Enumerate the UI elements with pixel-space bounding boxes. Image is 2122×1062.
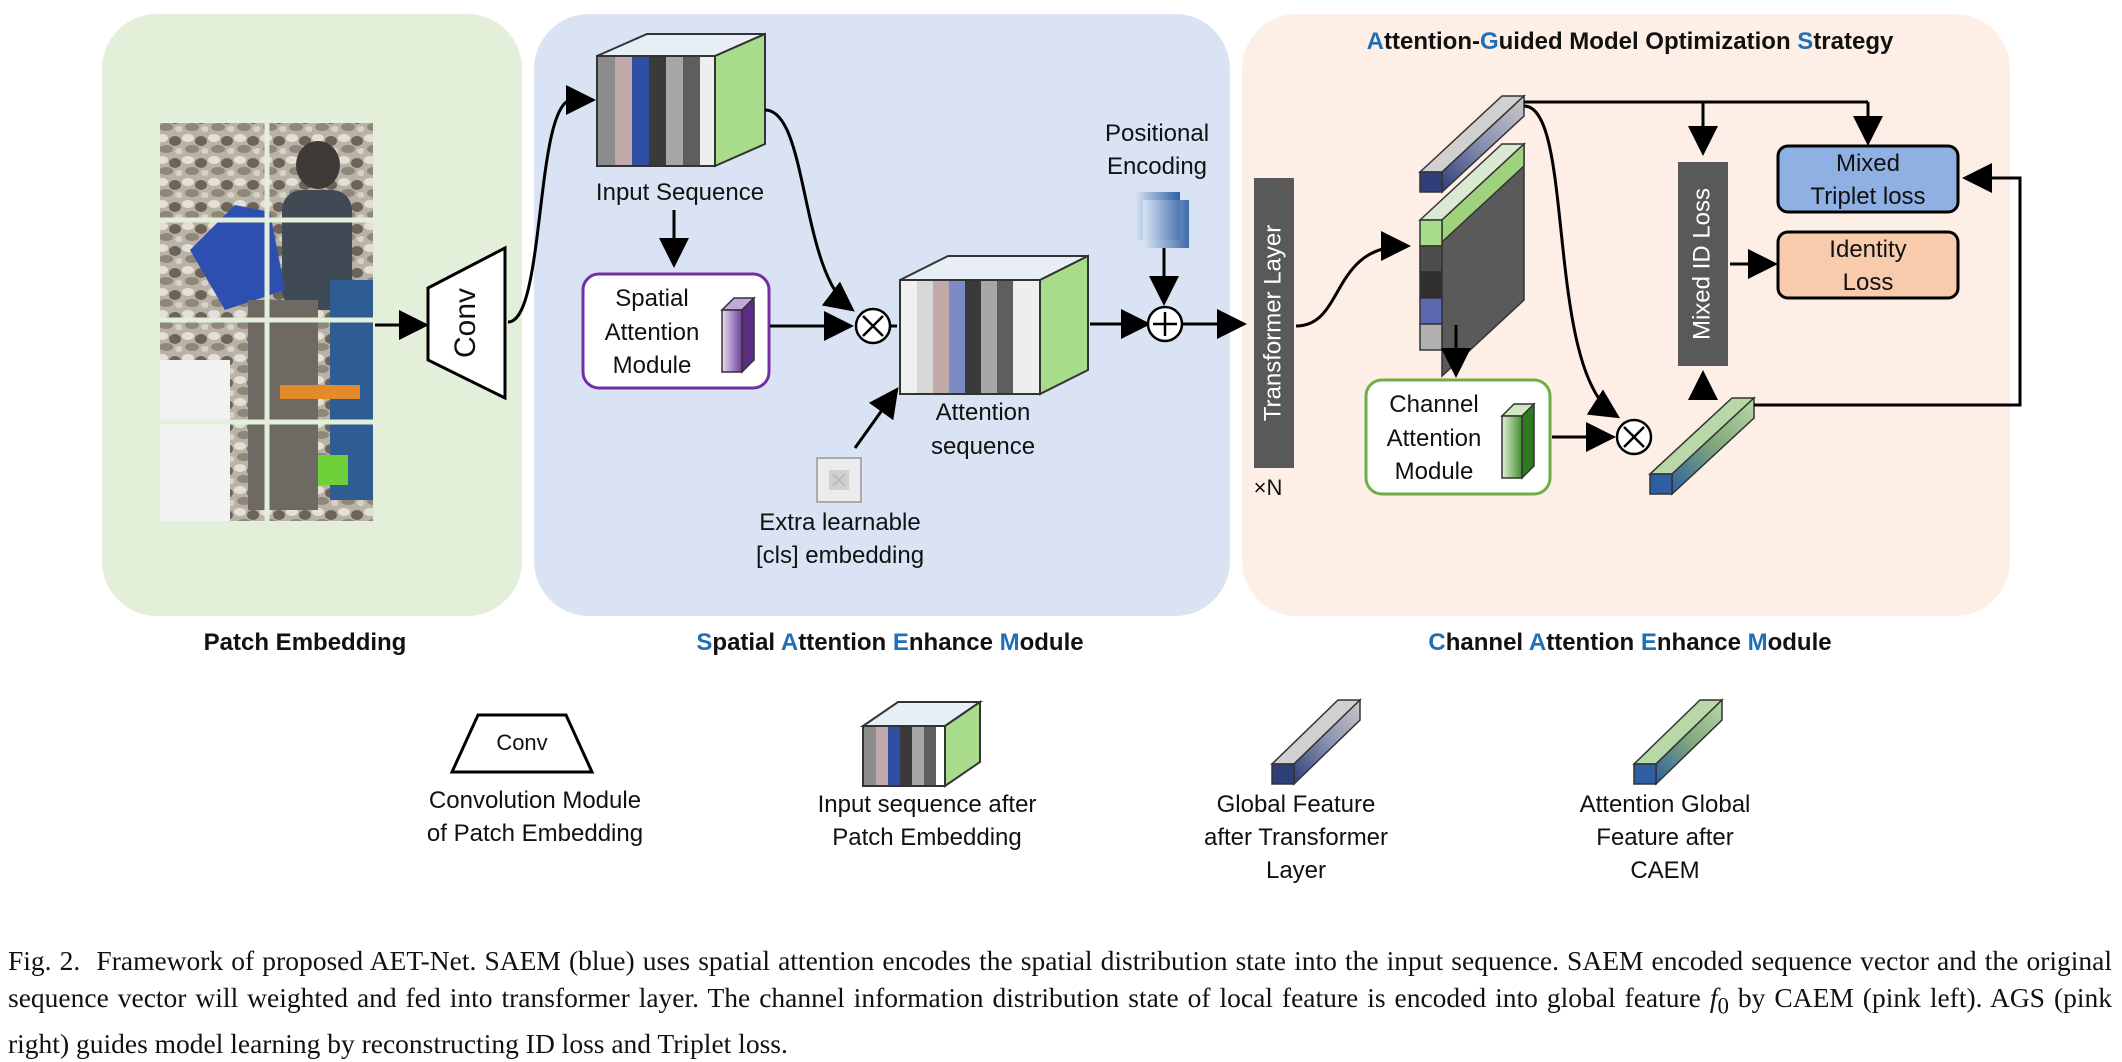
legend-conv-label-2: of Patch Embedding [427,820,643,847]
legend-attention-global-label-3: CAEM [1630,857,1699,884]
attention-sequence-cube [899,254,1089,396]
ags-title-rest-a: ttention- [1384,28,1480,55]
attention-sequence-label-1: Attention [936,399,1031,426]
ags-title-initial-g: G [1480,28,1499,55]
positional-encoding-label-1: Positional [1105,120,1209,147]
repeat-n-label: ×N [1254,475,1283,500]
positional-encoding-icon [1134,192,1189,248]
caem-panel [1242,14,2010,616]
legend-global-label-2: after Transformer [1204,824,1388,851]
legend-attention-global-icon [1632,698,1724,786]
attention-global-feature-bar [1648,396,1756,496]
ags-title-initial-a: A [1367,28,1384,55]
caption-subscript: 0 [1717,993,1729,1019]
legend-conv-label-1: Convolution Module [429,787,641,814]
local-feature-stack [1418,142,1526,378]
mixed-triplet-loss-label-1: Mixed [1836,150,1900,177]
figure-caption: Fig. 2. Framework of proposed AET-Net. S… [8,942,2112,1062]
identity-loss-label-2: Loss [1843,269,1894,296]
saem-title-initial-s: S [696,629,712,656]
legend-sequence-label-2: Patch Embedding [832,824,1021,851]
legend-global-label-1: Global Feature [1217,791,1376,818]
legend-attention-global-label-2: Feature after [1596,824,1733,851]
saem-title-rest-s: patial [712,629,775,656]
legend-conv-icon [449,713,595,774]
cls-embedding-token [816,457,862,503]
saem-title: Spatial Attention Enhance Module [696,629,1083,656]
caem-title-rest-m: odule [1768,629,1832,656]
caption-text-part1: Framework of proposed AET-Net. SAEM (blu… [8,945,2113,1013]
cls-embedding-label-2: [cls] embedding [756,542,924,569]
caem-title-rest-c: hannel [1446,629,1523,656]
attention-sequence-label-2: sequence [931,433,1035,460]
spatial-attention-icon [720,296,756,374]
add-op [1146,305,1184,343]
spatial-attention-label-3: Module [613,352,692,379]
legend-global-feature-icon [1270,698,1362,786]
multiply-op-caem [1615,418,1653,456]
conv-label: Conv [449,288,482,358]
mixed-triplet-loss-label-2: Triplet loss [1810,183,1925,210]
saem-title-initial-m: M [1000,629,1020,656]
identity-loss [1776,230,1960,300]
legend-global-label-3: Layer [1266,857,1326,884]
positional-encoding-label-2: Encoding [1107,153,1207,180]
saem-title-initial-a: A [781,629,798,656]
mixed-triplet-loss [1776,144,1960,214]
identity-loss-label-1: Identity [1829,236,1906,263]
caption-symbol: f [1709,982,1718,1013]
caem-title-initial-e: E [1641,629,1657,656]
ags-title-rest-g: uided Model Optimization [1499,28,1791,55]
input-sequence-cube [596,32,766,168]
caem-title: Channel Attention Enhance Module [1428,629,1831,656]
legend-attention-global-label-1: Attention Global [1580,791,1751,818]
saem-title-rest-m: odule [1020,629,1084,656]
cls-embedding-label-1: Extra learnable [759,509,920,536]
pedestrian-image [160,123,373,521]
caem-title-initial-c: C [1428,629,1445,656]
spatial-attention-label-1: Spatial [615,285,688,312]
channel-attention-label-2: Attention [1387,425,1482,452]
channel-attention-label-3: Module [1395,458,1474,485]
mixed-id-loss-label: Mixed ID Loss [1688,188,1715,340]
caem-title-rest-a: ttention [1546,629,1634,656]
saem-title-initial-e: E [893,629,909,656]
saem-title-rest-e: nhance [909,629,993,656]
caption-text-part2: by CAEM (pink left). AGS (pink right) gu… [8,982,2112,1059]
ags-title-initial-s: S [1797,28,1813,55]
caem-title-rest-e: nhance [1657,629,1741,656]
transformer-layer [1254,178,1294,468]
channel-attention-label-1: Channel [1389,391,1478,418]
global-feature-bar [1418,94,1526,194]
transformer-layer-label: Transformer Layer [1259,225,1286,422]
input-sequence-label: Input Sequence [596,179,764,206]
channel-attention-icon [1500,402,1536,480]
caem-title-initial-m: M [1748,629,1768,656]
multiply-op-saem [854,307,892,345]
patch-embedding-title: Patch Embedding [204,629,407,656]
caem-title-initial-a: A [1529,629,1546,656]
mixed-id-loss [1678,162,1728,366]
caption-fig-label: Fig. 2. [8,945,81,976]
conv-module [426,245,507,401]
legend-conv-icon-label: Conv [496,730,547,755]
spatial-attention-label-2: Attention [605,319,700,346]
ags-title-rest-s: trategy [1813,28,1894,55]
legend-sequence-icon [859,700,984,788]
framework-diagram: Conv Input Sequence Spatial Attention Mo… [102,14,2022,884]
ags-title: Attention-Guided Model Optimization Stra… [1367,28,1894,55]
saem-title-rest-a: ttention [798,629,886,656]
legend-sequence-label-1: Input sequence after [818,791,1037,818]
